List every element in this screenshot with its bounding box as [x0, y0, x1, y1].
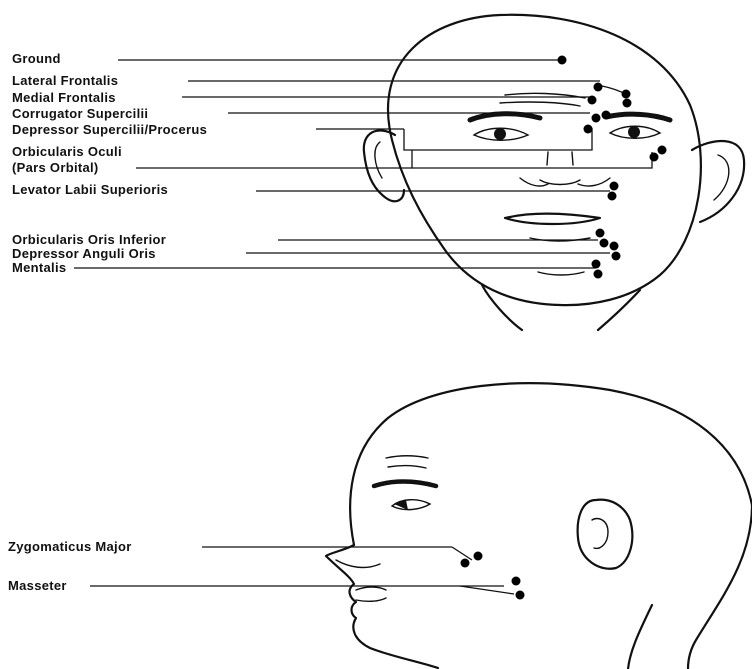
- electrode-ground: [558, 56, 567, 65]
- electrode-medial-frontalis: [623, 99, 632, 108]
- label-depressor-supercilii-procerus: Depressor Supercilii/Procerus: [12, 122, 207, 137]
- electrode-depressor-anguli: [612, 252, 621, 261]
- frontal-nose: [547, 152, 573, 165]
- electrode-orbicularis-oris: [596, 229, 605, 238]
- label-corrugator-supercilii: Corrugator Supercilii: [12, 106, 148, 121]
- profile-ear: [578, 500, 633, 569]
- electrode-masseter: [512, 577, 521, 586]
- electrode-levator-labii: [608, 192, 617, 201]
- electrode-orbicularis-oculi: [650, 153, 659, 162]
- profile-head-outline: [350, 383, 752, 545]
- label-medial-frontalis: Medial Frontalis: [12, 90, 116, 105]
- frontal-mouth: [505, 214, 600, 225]
- electrode-zygomaticus-major: [461, 559, 470, 568]
- electrode-lateral-frontalis: [622, 90, 631, 99]
- electrode-medial-frontalis: [588, 96, 597, 105]
- label-mentalis: Mentalis: [12, 260, 66, 275]
- profile-eyebrow: [374, 482, 436, 487]
- frontal-left-eyebrow: [470, 114, 540, 120]
- label-depressor-anguli-oris: Depressor Anguli Oris: [12, 246, 156, 261]
- electrode-depressor-supercilii: [584, 125, 593, 134]
- label-pars-orbital: (Pars Orbital): [12, 160, 99, 175]
- electrode-mentalis: [594, 270, 603, 279]
- frontal-face-view: Ground Lateral Frontalis Medial Frontali…: [12, 15, 744, 330]
- frontal-right-eyebrow: [606, 114, 670, 120]
- frontal-neck: [482, 285, 522, 330]
- label-zygomaticus-major: Zygomaticus Major: [8, 539, 132, 554]
- electrode-masseter: [516, 591, 525, 600]
- electrode-orbicularis-oris: [600, 239, 609, 248]
- electrode-zygomaticus-major: [474, 552, 483, 561]
- label-levator-labii-superioris: Levator Labii Superioris: [12, 182, 168, 197]
- label-masseter: Masseter: [8, 578, 67, 593]
- profile-leader-lines: [90, 547, 514, 594]
- label-orbicularis-oculi: Orbicularis Oculi: [12, 144, 122, 159]
- electrode-mentalis: [592, 260, 601, 269]
- electrode-lateral-frontalis: [594, 83, 603, 92]
- label-orbicularis-oris-inferior: Orbicularis Oris Inferior: [12, 232, 166, 247]
- label-lateral-frontalis: Lateral Frontalis: [12, 73, 118, 88]
- profile-face-view: Zygomaticus Major Masseter: [8, 383, 752, 669]
- label-ground: Ground: [12, 51, 61, 66]
- electrode-corrugator-supercilii: [602, 111, 611, 120]
- electrode-depressor-anguli: [610, 242, 619, 251]
- electrode-orbicularis-oculi: [658, 146, 667, 155]
- electrode-corrugator-supercilii: [592, 114, 601, 123]
- electrode-levator-labii: [610, 182, 619, 191]
